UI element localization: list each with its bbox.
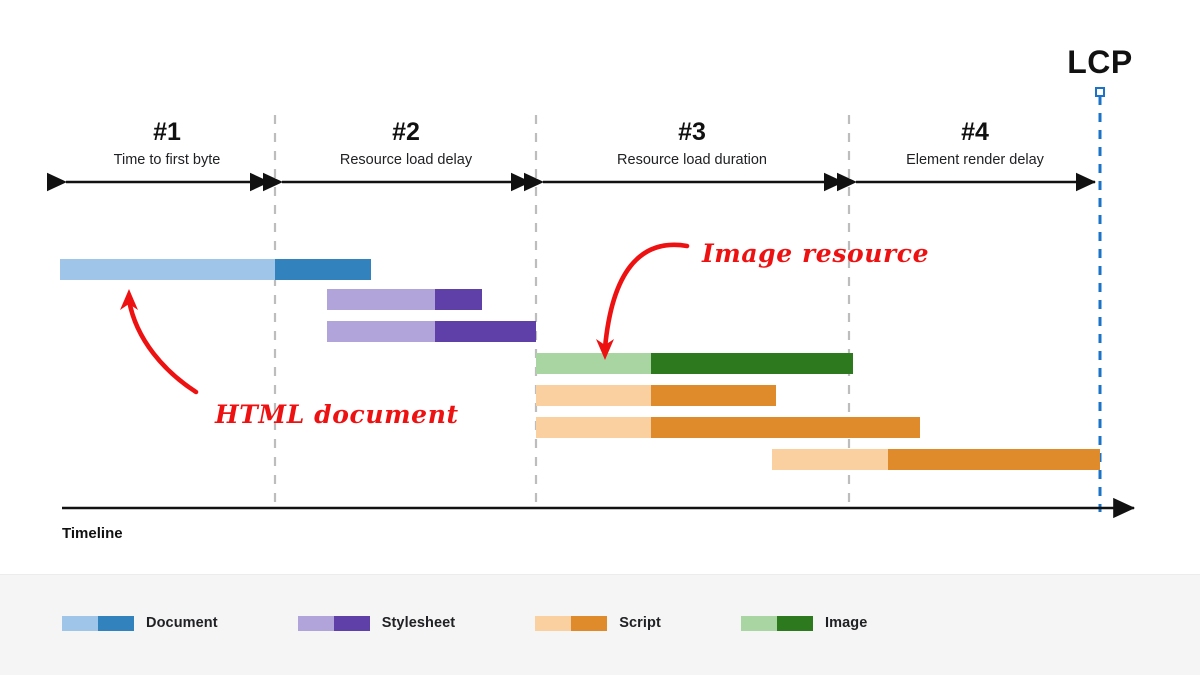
legend-label: Document: [146, 615, 218, 631]
legend-items: Document Stylesheet Script Image: [62, 615, 947, 631]
bar-segment-transfer: [275, 259, 371, 280]
image-resource-arrow: [602, 242, 690, 351]
phase-label-1: Time to first byte: [113, 152, 221, 168]
bar-segment-wait: [327, 321, 435, 342]
waterfall-bars: [60, 259, 1100, 470]
phase-label-2: Resource load delay: [339, 152, 473, 168]
annotation-arrows: [126, 242, 690, 395]
annotation-html-document: HTML document: [215, 400, 459, 429]
lcp-marker: [1095, 87, 1105, 512]
bar-segment-transfer: [888, 449, 1100, 470]
waterfall-bar: [327, 321, 536, 342]
bar-segment-wait: [536, 385, 651, 406]
phase-label-4: Element render delay: [906, 152, 1044, 168]
timeline-axis-label: Timeline: [62, 525, 123, 542]
legend: Document Stylesheet Script Image: [0, 574, 1200, 675]
waterfall-bar: [536, 385, 776, 406]
html-document-arrow: [126, 297, 199, 395]
waterfall-bar: [60, 259, 371, 280]
legend-swatch-icon: [297, 615, 370, 631]
waterfall-bar: [536, 353, 853, 374]
legend-swatch-icon: [62, 615, 134, 631]
legend-label: Stylesheet: [381, 615, 456, 631]
bar-segment-wait: [60, 259, 275, 280]
legend-label: Script: [619, 615, 661, 631]
bar-segment-wait: [772, 449, 888, 470]
waterfall-bar: [536, 417, 920, 438]
annotation-image-resource: Image resource: [702, 239, 930, 268]
bar-segment-transfer: [435, 289, 482, 310]
legend-item-image[interactable]: Image: [740, 615, 868, 631]
bar-segment-transfer: [651, 385, 776, 406]
annotation-arrowheads: [120, 289, 614, 360]
phase-number-2: #2: [392, 118, 420, 146]
legend-label: Image: [824, 615, 868, 631]
legend-item-document[interactable]: Document: [62, 615, 218, 631]
phase-number-3: #3: [678, 118, 706, 146]
legend-swatch-icon: [535, 615, 608, 631]
waterfall-bar: [772, 449, 1100, 470]
bar-segment-transfer: [651, 417, 920, 438]
bar-segment-wait: [536, 417, 651, 438]
bar-segment-wait: [327, 289, 435, 310]
lcp-label: LCP: [1067, 44, 1133, 80]
legend-item-stylesheet[interactable]: Stylesheet: [297, 615, 456, 631]
waterfall-bar: [327, 289, 482, 310]
bar-segment-wait: [536, 353, 651, 374]
phase-number-4: #4: [961, 118, 989, 146]
legend-item-script[interactable]: Script: [535, 615, 661, 631]
bar-segment-transfer: [651, 353, 853, 374]
bar-segment-transfer: [435, 321, 536, 342]
phase-label-3: Resource load duration: [617, 152, 767, 168]
image-resource-arrowhead: [596, 339, 614, 360]
lcp-marker-square: [1095, 87, 1105, 97]
legend-swatch-icon: [740, 615, 813, 631]
html-document-arrowhead: [120, 289, 138, 310]
phase-number-1: #1: [153, 118, 181, 146]
phase-dividers: [273, 115, 851, 508]
